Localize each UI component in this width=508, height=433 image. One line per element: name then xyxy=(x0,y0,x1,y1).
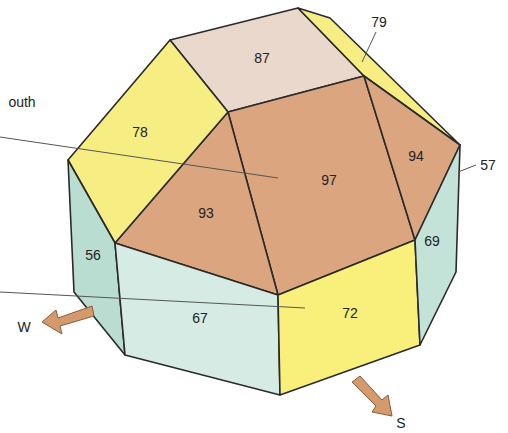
cut-line xyxy=(0,137,278,178)
face-number: 78 xyxy=(132,125,148,139)
face-number: 93 xyxy=(198,206,214,220)
face xyxy=(415,145,460,345)
direction-label: S xyxy=(396,416,405,430)
direction-label: W xyxy=(17,320,30,334)
face-number: 97 xyxy=(321,173,337,187)
leader-line xyxy=(458,165,476,172)
face-number: 72 xyxy=(342,306,358,320)
face-number: 67 xyxy=(192,311,208,325)
direction-arrow xyxy=(352,376,392,416)
face xyxy=(115,243,280,395)
leader-line xyxy=(362,32,376,62)
face-number: 69 xyxy=(424,234,440,248)
face-number: 56 xyxy=(85,248,101,262)
face-number: 57 xyxy=(480,158,496,172)
face xyxy=(278,240,420,395)
face-number: 87 xyxy=(254,51,270,65)
face-number: 79 xyxy=(371,15,387,29)
cut-line xyxy=(0,292,305,308)
face-number: 94 xyxy=(408,149,424,163)
direction-arrow xyxy=(42,306,94,334)
cut-label: outh xyxy=(8,95,35,109)
